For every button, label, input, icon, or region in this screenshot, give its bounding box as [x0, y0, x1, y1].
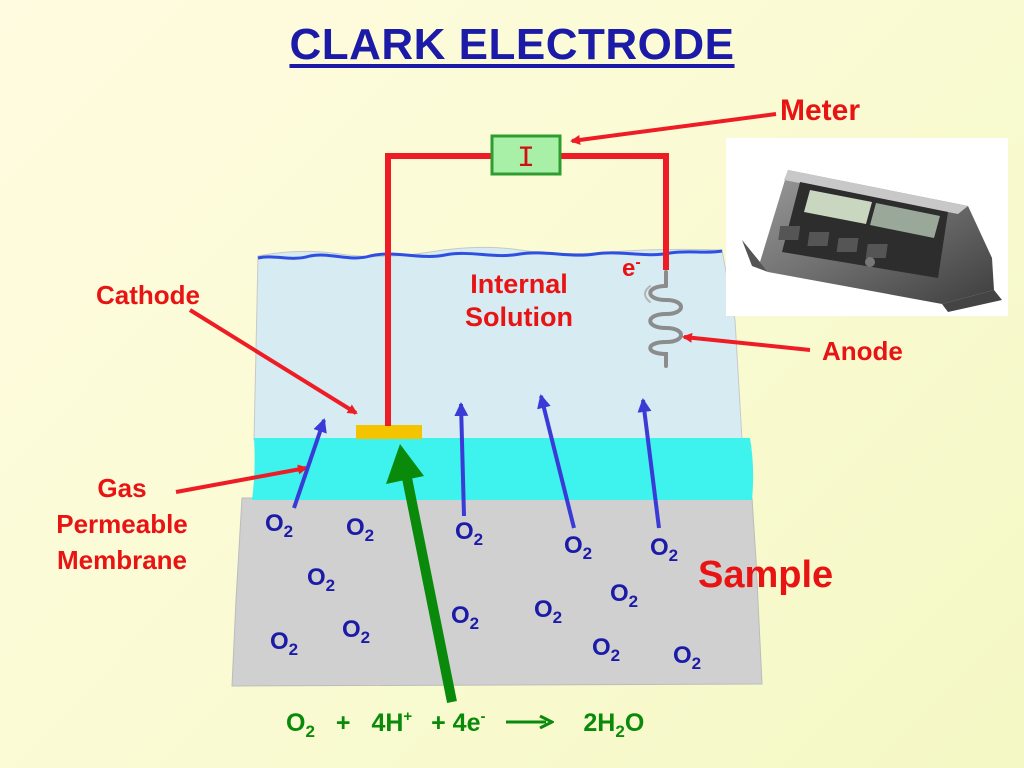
anode-coil-icon	[644, 270, 683, 368]
cathode-pointer-arrow	[188, 308, 358, 415]
reaction-arrow-head	[386, 444, 424, 484]
oxygen-molecule: O2	[534, 596, 563, 627]
membrane-label-line3: Membrane	[56, 545, 188, 575]
oxygen-molecule: O2	[610, 580, 639, 611]
o2-diffusion-arrow	[637, 398, 661, 529]
oxygen-molecule: O2	[346, 514, 375, 545]
cathode-label: Cathode	[96, 280, 200, 310]
meter-label: Meter	[780, 94, 861, 127]
current-symbol: I	[517, 142, 535, 176]
anode-label: Anode	[822, 336, 903, 366]
oxygen-molecule: O2	[455, 518, 484, 549]
oxygen-molecule: O2	[270, 628, 299, 659]
oxygen-molecule: O2	[451, 602, 480, 633]
equation-plus: +	[335, 709, 351, 737]
membrane-label-line2: Permeable	[56, 509, 188, 539]
oxygen-molecule: O2	[307, 564, 336, 595]
oxygen-molecule: O2	[650, 534, 679, 565]
reaction-equation: O2 + 4H+ + 4e- 2H2O	[286, 708, 644, 742]
electron-label: e-	[622, 254, 641, 283]
membrane-pointer-arrow	[175, 464, 308, 494]
solution-surface-line	[257, 249, 723, 260]
oxygen-molecule: O2	[265, 510, 294, 541]
oxygen-molecule: O2	[342, 616, 371, 647]
electron-charge: -	[635, 254, 641, 271]
o2-diffusion-arrow	[537, 394, 576, 529]
meter-pointer-arrow	[570, 112, 777, 145]
meter-device-icon	[726, 138, 1008, 316]
o2-diffusion-arrow	[292, 418, 327, 509]
sample-label: Sample	[698, 554, 834, 596]
oxygen-molecule: O2	[673, 642, 702, 673]
oxygen-molecule: O2	[564, 532, 593, 563]
reaction-arrow	[402, 477, 457, 703]
internal-solution-line2: Solution	[465, 302, 573, 332]
current-meter-box	[490, 134, 562, 176]
internal-solution-label: Internal Solution	[436, 268, 602, 334]
circuit-wire-cathode	[385, 153, 492, 426]
equation-yield-arrow-icon	[506, 707, 556, 730]
circuit-wire-anode	[560, 153, 669, 270]
equation-reactant-e: + 4e-	[431, 708, 486, 737]
cathode-plate	[356, 425, 422, 439]
anode-pointer-arrow	[682, 332, 811, 352]
page-title: CLARK ELECTRODE	[289, 20, 735, 69]
o2-diffusion-arrow	[454, 402, 469, 517]
electron-symbol: e	[622, 255, 636, 282]
oxygen-molecule: O2	[592, 634, 621, 665]
membrane-label: Gas Permeable Membrane	[30, 470, 214, 578]
membrane-label-line1: Gas	[97, 473, 147, 503]
gas-permeable-membrane	[252, 438, 754, 500]
internal-solution-line1: Internal	[470, 269, 568, 299]
equation-reactant-h: 4H+	[371, 708, 413, 737]
equation-product-water: 2H2O	[583, 709, 645, 741]
equation-reactant-o2: O2	[286, 709, 315, 741]
